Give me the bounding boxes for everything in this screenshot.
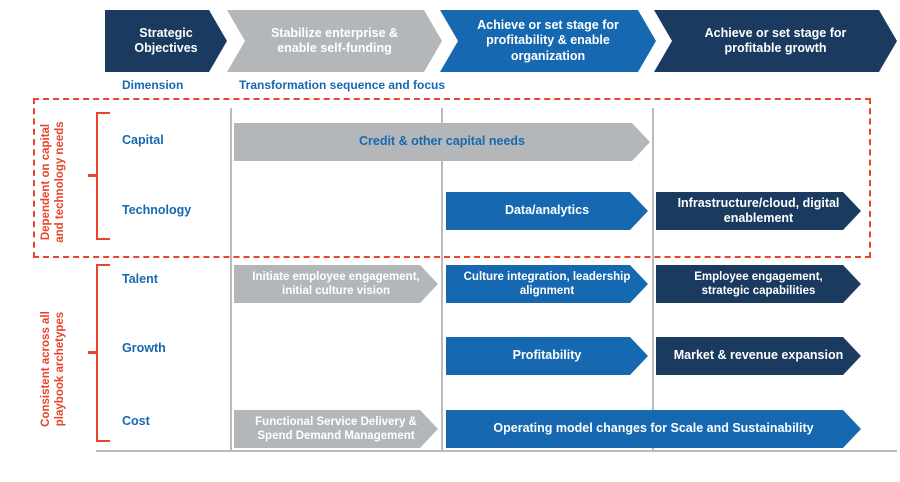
bar-label: Profitability — [512, 348, 582, 363]
header-label-dimension: Dimension — [122, 78, 184, 92]
header-chevron-stabilize-enterprise[interactable]: Stabilize enterprise &enable self-fundin… — [227, 10, 442, 72]
group-box-dependent-on-capital — [33, 98, 871, 258]
bar-growth-market-revenue-expansion[interactable]: Market & revenue expansion — [656, 337, 861, 375]
bottom-rule — [96, 450, 897, 452]
dimension-label-growth: Growth — [122, 341, 166, 355]
column-divider-1 — [230, 108, 232, 450]
bar-growth-profitability[interactable]: Profitability — [446, 337, 648, 375]
column-divider-2 — [441, 108, 443, 450]
bracket-talent-growth-cost — [96, 264, 110, 442]
bar-talent-employee-engagement-strategic[interactable]: Employee engagement,strategic capabiliti… — [656, 265, 861, 303]
bar-label: Operating model changes for Scale and Su… — [493, 421, 814, 436]
bar-label: Market & revenue expansion — [673, 348, 844, 363]
dimension-label-technology: Technology — [122, 203, 192, 217]
dimension-label-capital: Capital — [122, 133, 164, 147]
bar-cost-functional-service-delivery[interactable]: Functional Service Delivery &Spend Deman… — [234, 410, 438, 448]
bar-label: Data/analytics — [504, 203, 590, 218]
bar-technology-data-analytics[interactable]: Data/analytics — [446, 192, 648, 230]
dimension-label-cost: Cost — [122, 414, 150, 428]
bracket-tick-capital-technology — [88, 174, 96, 177]
bar-label: Credit & other capital needs — [358, 134, 525, 149]
column-divider-3 — [652, 108, 654, 450]
bracket-tick-talent-growth-cost — [88, 351, 96, 354]
header-label-transformation-sequence: Transformation sequence and focus — [239, 78, 446, 92]
bar-cost-operating-model-changes[interactable]: Operating model changes for Scale and Su… — [446, 410, 861, 448]
header-chevron-label: Stabilize enterprise &enable self-fundin… — [270, 25, 399, 55]
bar-capital-credit-other-capital-needs[interactable]: Credit & other capital needs — [234, 123, 650, 161]
bar-talent-initiate-employee-engagement[interactable]: Initiate employee engagement,initial cul… — [234, 265, 438, 303]
bar-label: Initiate employee engagement,initial cul… — [252, 270, 420, 297]
bar-label: Functional Service Delivery &Spend Deman… — [255, 415, 417, 442]
bar-label: Employee engagement,strategic capabiliti… — [694, 270, 823, 297]
dimension-label-talent: Talent — [122, 272, 158, 286]
